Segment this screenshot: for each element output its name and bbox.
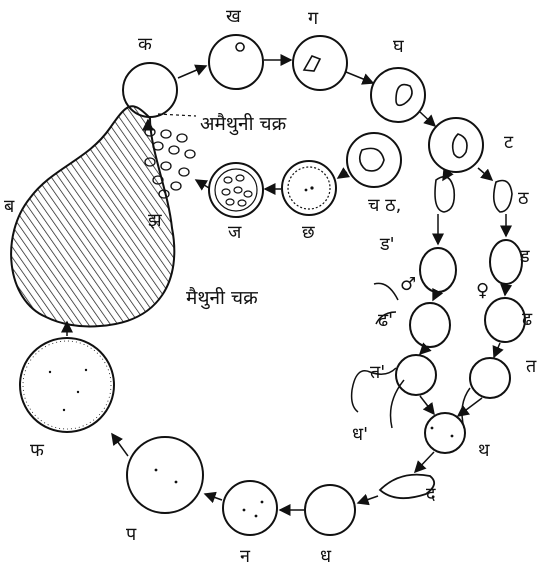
arrow-right-3-4: [494, 343, 500, 357]
cell-gha: [371, 68, 425, 122]
cell-kha: [209, 35, 263, 89]
zygote-tha: [425, 413, 465, 453]
arrow-tha-da: [415, 452, 434, 472]
label-gha: घ: [393, 36, 404, 57]
label-dha-prime: ढ': [378, 310, 393, 331]
arrow-left-3-4: [420, 348, 426, 354]
gamete-left-2: [420, 248, 456, 292]
cell-ja-inner: [215, 169, 257, 211]
label-pa: प: [126, 524, 137, 545]
label-ta-prime: त': [370, 362, 385, 383]
cell-chha: [282, 161, 336, 215]
arrow-right-2-3: [505, 286, 506, 295]
arrow-gha-ta: [420, 112, 435, 126]
label-tha: थ: [478, 440, 490, 461]
label-na: न: [240, 546, 251, 567]
cell-cha-inner: [360, 148, 384, 171]
gamete-right-1: [494, 181, 512, 213]
label-jha: झ: [148, 210, 162, 231]
cell-pha-texture: [23, 341, 111, 429]
gamete-left-1: [435, 177, 454, 212]
label-dha-dental: ध: [320, 546, 332, 567]
cell-ga-inner: [304, 56, 320, 71]
arrow-da-dha: [358, 496, 378, 503]
label-tha-retro: ठ: [518, 188, 529, 209]
arrow-ka-kha: [178, 66, 206, 78]
cell-pha: [20, 338, 114, 432]
cell-na: [223, 481, 277, 535]
gamete-right-3: [485, 298, 525, 342]
label-chha: छ: [302, 222, 315, 243]
arrow-pa-pha: [112, 434, 128, 456]
cell-ja-spores: [222, 175, 252, 206]
symbol-male: ♂: [400, 274, 416, 295]
label-da-prime: ड': [379, 234, 395, 255]
cell-cha: [347, 133, 401, 187]
flagellum-4: [374, 283, 398, 300]
label-ta: त: [526, 356, 537, 377]
symbol-female: ♀: [476, 280, 489, 301]
sexual-cycle-title: मैथुनी चक्र: [186, 286, 258, 310]
arrow-cha-chha: [338, 172, 347, 178]
asexual-cycle-title: अमैथुनी चक्र: [200, 112, 287, 136]
label-ga: ग: [308, 8, 319, 29]
gamete-right-2: [490, 240, 522, 284]
cell-kha-inner: [236, 43, 244, 51]
cell-pa: [127, 437, 203, 513]
label-ba: ब: [4, 196, 15, 217]
label-da: ड: [519, 246, 530, 267]
arrow-ja-jha: [196, 180, 209, 188]
label-ka: क: [138, 34, 153, 55]
arrow-ta-right: [478, 168, 492, 180]
flagellum-2: [391, 380, 405, 428]
cell-ja: [209, 163, 263, 217]
gamete-left-3: [410, 303, 450, 347]
cell-chha-inner-ring: [288, 167, 330, 209]
gamete-left-4: [396, 355, 436, 395]
label-dha-prime-2: ध': [352, 424, 368, 445]
arrow-na-pa: [205, 494, 222, 500]
label-ja: ज: [228, 222, 242, 243]
label-cha-tha: च ठ,: [368, 195, 401, 216]
cell-ta-inner: [453, 134, 467, 158]
gamete-right-4: [470, 358, 510, 398]
label-dha: ढ: [522, 309, 533, 330]
label-ta-retro: ट: [504, 132, 514, 153]
cell-dha: [305, 485, 355, 535]
arrow-left-4-zygote: [420, 396, 434, 414]
cell-ta: [429, 118, 483, 172]
arrow-left-2-3: [433, 294, 436, 300]
cell-ga: [293, 36, 347, 90]
cell-gha-inner: [396, 85, 412, 106]
label-pha: फ: [30, 440, 45, 461]
arrow-ga-gha: [346, 72, 373, 83]
label-da-dental: द: [426, 484, 436, 505]
label-kha: ख: [226, 6, 241, 27]
